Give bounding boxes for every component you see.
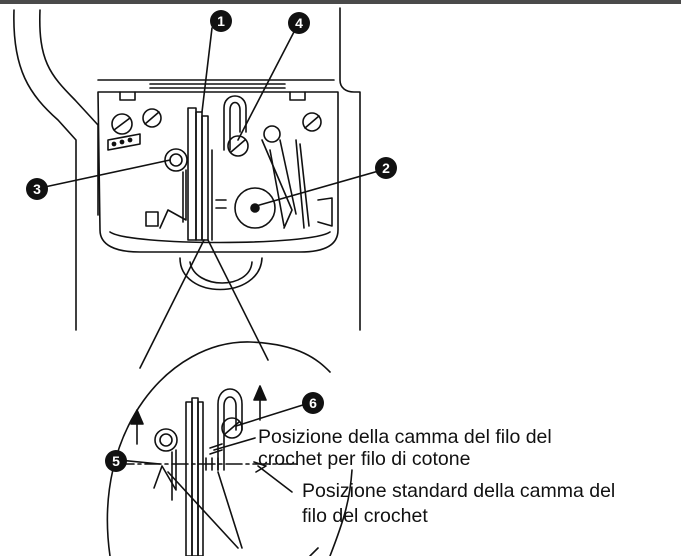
magnified-view xyxy=(106,341,353,556)
callout-1: 1 xyxy=(210,10,232,32)
leader-lines xyxy=(39,27,383,493)
machine-body xyxy=(13,7,361,331)
zoom-connector xyxy=(139,239,269,369)
plate-assembly xyxy=(97,83,339,291)
cotton-cam-label-line1: Posizione della camma del filo del xyxy=(258,426,552,448)
cotton-cam-label-line2: crochet per filo di cotone xyxy=(258,448,471,470)
callout-5: 5 xyxy=(105,450,127,472)
top-rule xyxy=(0,0,681,4)
standard-cam-label-line1: Posizione standard della camma del xyxy=(302,480,616,502)
standard-cam-label-line2: filo del crochet xyxy=(302,505,428,527)
callout-6: 6 xyxy=(302,392,324,414)
callout-4: 4 xyxy=(288,12,310,34)
callout-3: 3 xyxy=(26,178,48,200)
callout-2: 2 xyxy=(375,157,397,179)
